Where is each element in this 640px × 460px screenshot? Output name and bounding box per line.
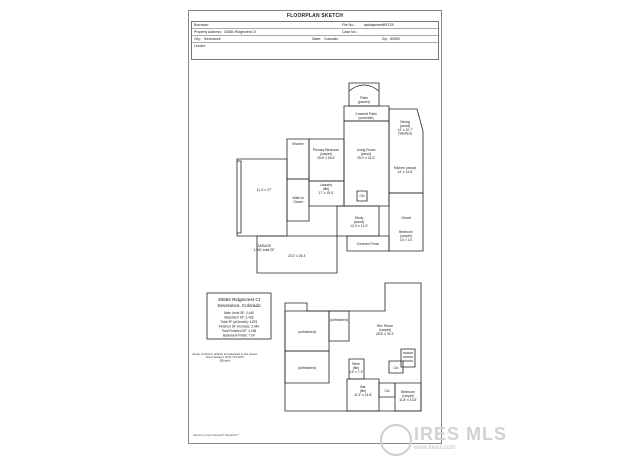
floorplan-drawing: Patio(pavers) Covered Patio(concrete) Di… — [192, 82, 424, 412]
room-unfinished-1: (unfinished) — [298, 330, 316, 334]
room-laundry: Laundry(tile)17' x 15.5' — [318, 183, 334, 195]
room-garage-dim-main: 23.0' x 26.4' — [288, 254, 306, 258]
room-unfinished-3: (unfinished) — [330, 318, 348, 322]
stairs-outline — [400, 348, 416, 368]
room-unfinished-2: (unfinished) — [298, 366, 316, 370]
primary-bedroom-outline — [308, 138, 345, 182]
summary-line-3: Finished SF w/o base: 2,440 — [219, 325, 260, 329]
room-rec-room: Rec Room(carpet)28.8' x 32.2' — [376, 324, 394, 336]
summary-line-0: Main Level SF: 2,440 — [224, 311, 254, 315]
address-label: Property Address: — [194, 30, 222, 34]
ires-logo-icon — [380, 424, 412, 456]
room-wine: Wine(tile)4.5' x 7.2' — [349, 362, 364, 374]
bedroom-lower-outline — [394, 382, 422, 412]
caseno-label: Case No.: — [342, 30, 358, 34]
unfinished-3-outline — [328, 310, 350, 342]
room-dining: Dining(wood)14' x 10.7'(Vaulted) — [397, 120, 413, 136]
room-living-room: Living Room(wood)25.0' x 21.6' — [357, 148, 376, 160]
borrower-label: Borrower: — [194, 23, 210, 27]
summary-address-1: 30684 Ridgecrest Ct — [218, 297, 261, 302]
room-bedroom-lower: Bedroom(carpet)11.8' x 13.8' — [399, 390, 417, 402]
garage-main-outline — [256, 235, 338, 274]
city-label: City: — [194, 37, 201, 41]
zip-value: 80550 — [390, 37, 400, 41]
lender-label: Lender: — [194, 44, 206, 48]
room-clo-lower1: Clo — [393, 366, 398, 370]
city-value: Severance — [204, 37, 221, 41]
room-kitchen: Kitchen (wood)14' x 14.8' — [394, 166, 417, 174]
patio-arc — [348, 84, 380, 92]
summary-box-outline — [206, 292, 272, 340]
sheet-title: FLOORPLAN SKETCH — [286, 13, 344, 19]
sketch-credit: Sketch by Apex Medina® Windows™ — [193, 433, 240, 437]
unfinished-2-outline — [284, 350, 330, 384]
address-value: 30684 Ridgecrest Ct — [224, 30, 256, 34]
header-row-lender: Lender: — [192, 43, 438, 49]
room-clo-lower2: Clo — [384, 389, 389, 393]
summary-address-2: Severance, Colorado — [217, 303, 261, 308]
summary-line-2: Total SF (all levels): 4,876 — [221, 320, 258, 324]
summary-line-1: Basement SF: 2,436 — [224, 316, 253, 320]
garage-top-outline — [236, 158, 288, 237]
room-bedroom-main: Bedroom(carpet)13' x 13' — [399, 230, 413, 242]
bedroom-outline — [388, 192, 424, 252]
header-form: Borrower: File No.: ataldapmentBF125 Pro… — [191, 21, 439, 60]
room-covered-patio: Covered Patio(concrete) — [355, 112, 377, 120]
header-row-city: City: Severance State: Colorado Zip: 805… — [192, 36, 438, 43]
state-value: Colorado — [324, 37, 339, 41]
summary-line-5: Basement Finish: 71% — [223, 334, 255, 338]
fileno-value: ataldapmentBF125 — [364, 23, 394, 27]
room-closet: Closet — [401, 216, 411, 220]
ires-watermark: IRES MLS www.iresis.com — [380, 424, 510, 456]
bar-outline — [346, 378, 380, 412]
room-covered-porch: Covered Porch — [357, 242, 380, 246]
floorplan-sheet: FLOORPLAN SKETCH Borrower: File No.: ata… — [188, 10, 442, 444]
room-bar: Bar(tile)11.5' x 14.8' — [354, 385, 372, 397]
covered-porch-outline — [346, 235, 390, 252]
header-row-borrower: Borrower: File No.: ataldapmentBF125 — [192, 22, 438, 29]
clo-outline — [356, 190, 368, 202]
zip-label: Zip: — [382, 37, 388, 41]
room-garage-dim-top: 11.4' x 27' — [257, 188, 272, 192]
room-patio: Patio(pavers) — [358, 96, 370, 104]
basement-outline — [284, 282, 422, 412]
summary-line-4: Total Finished SF: 4,158 — [222, 329, 257, 333]
stairs-treads — [403, 352, 413, 362]
garage-wall — [237, 160, 242, 234]
header-row-address: Property Address: 30684 Ridgecrest Ct Ca… — [192, 29, 438, 36]
room-clo1: Clo — [359, 194, 364, 198]
clo-lower1-outline — [388, 360, 404, 374]
living-room-outline — [343, 120, 390, 207]
state-label: State: — [312, 37, 322, 41]
watermark-url: www.iresis.com — [414, 445, 456, 451]
summary-note: Scope of Work is defined and attached to… — [192, 352, 258, 362]
room-study: Study(wood)12.4' x 11.9' — [350, 216, 368, 228]
room-shower: Shower — [292, 142, 304, 146]
room-primary-bedroom: Primary Bedroom(carpet)15.8' x 16.6' — [313, 148, 340, 160]
fileno-label: File No.: — [342, 23, 356, 27]
watermark-brand: IRES MLS — [414, 424, 508, 444]
